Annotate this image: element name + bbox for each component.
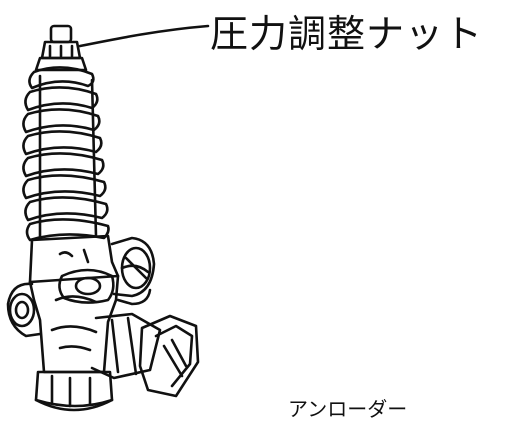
valve-body: [28, 234, 120, 374]
pressure-adjusting-nut-label: 圧力調整ナット: [210, 12, 484, 56]
leader-line: [78, 24, 210, 48]
outlet-fitting: [90, 312, 200, 398]
side-port-right: [110, 236, 156, 306]
pressure-adjusting-nut: [34, 24, 88, 72]
spring-coils: [22, 66, 110, 242]
unloader-caption: アンローダー: [288, 397, 408, 421]
bottom-collar: [34, 370, 114, 412]
body-boss: [58, 268, 115, 304]
side-port-left: [6, 282, 42, 338]
